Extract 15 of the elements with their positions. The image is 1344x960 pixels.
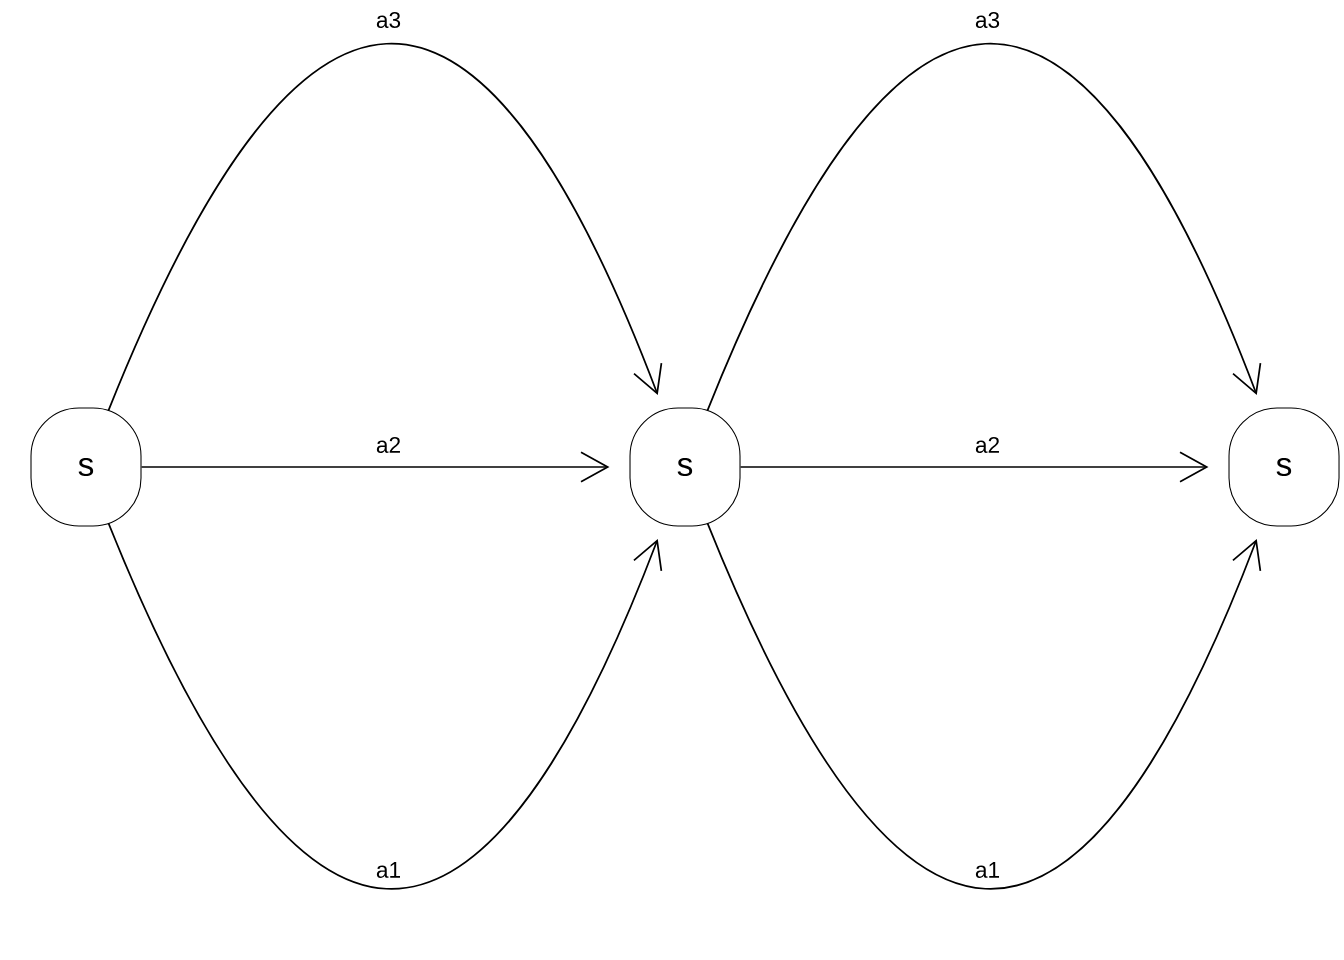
- arrow: [739, 451, 1209, 483]
- arrow: [107, 522, 663, 890]
- edge-label: a1: [973, 860, 1002, 880]
- arrow: [706, 42, 1262, 412]
- edge-label: a2: [374, 435, 403, 455]
- edge-label: a3: [973, 10, 1002, 30]
- edge-label: a2: [973, 435, 1002, 455]
- edge-label: a3: [374, 10, 403, 30]
- state-node: s: [1228, 407, 1340, 527]
- state-node: s: [30, 407, 142, 527]
- state-node: s: [629, 407, 741, 527]
- arrow: [706, 522, 1262, 890]
- arrow: [107, 42, 663, 412]
- edge-label: a1: [374, 860, 403, 880]
- arrow: [140, 451, 610, 483]
